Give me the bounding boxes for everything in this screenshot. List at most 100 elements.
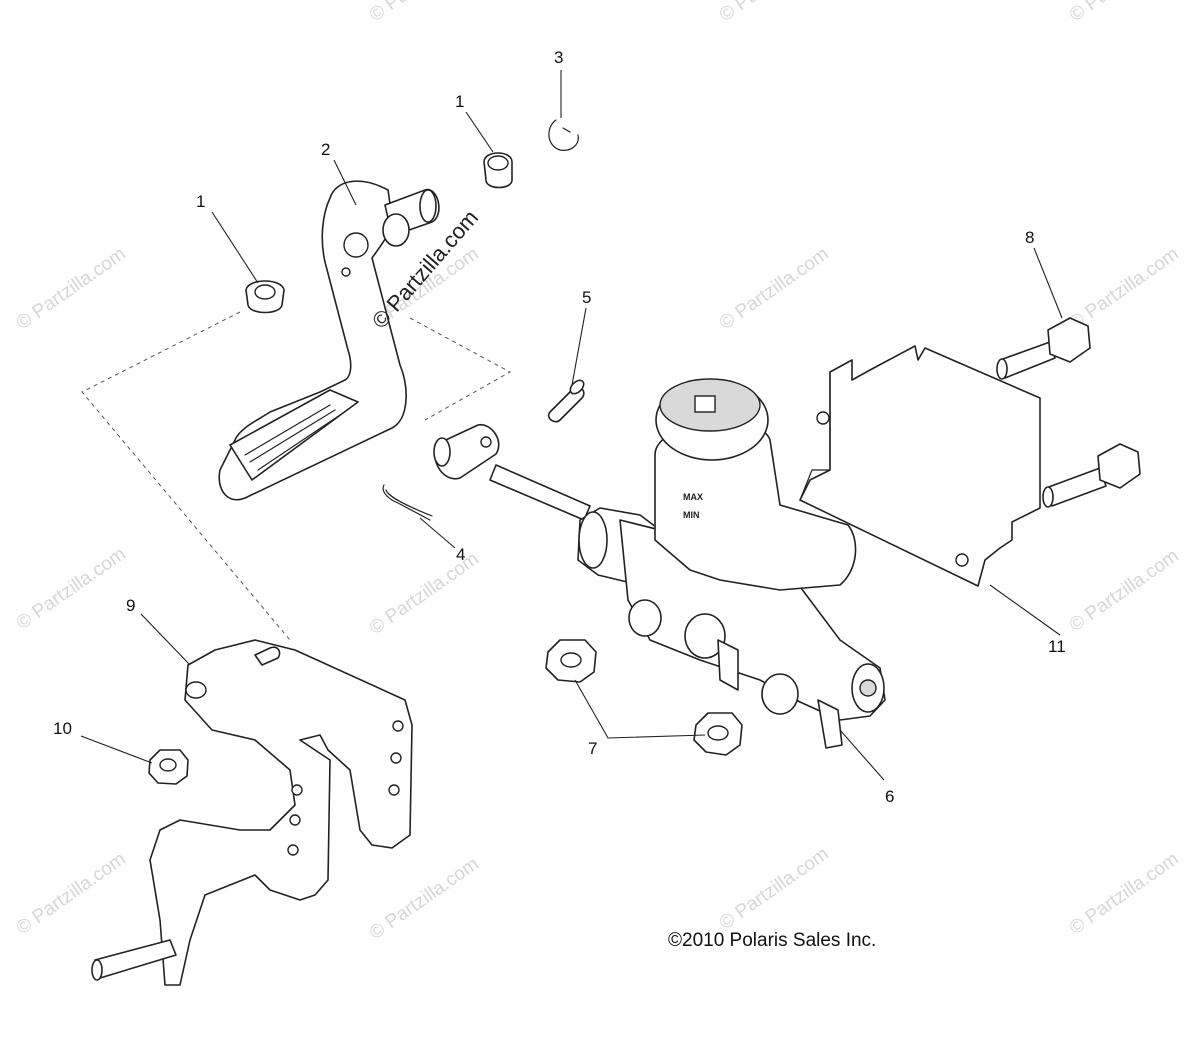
callout-11: 11 (1048, 637, 1066, 656)
mounting-bracket[interactable] (799, 345, 1041, 587)
flange-nut-upper[interactable] (545, 639, 597, 683)
assembly-line-left (81, 311, 291, 641)
nut-lower-hole (707, 725, 729, 741)
leader-11 (989, 584, 1061, 636)
port-lower (761, 673, 799, 715)
callout-1-left: 1 (196, 192, 205, 211)
pedal-pad-grip (244, 404, 341, 471)
watermark: © Partzilla.com (1066, 0, 1183, 26)
leader-7 (574, 679, 706, 739)
bushing-left[interactable] (245, 280, 285, 314)
watermark: © Partzilla.com (716, 0, 833, 26)
callout-7: 7 (588, 739, 597, 758)
callout-5: 5 (582, 288, 591, 307)
clevis-pin-head (569, 379, 585, 395)
watermark: © Partzilla.com (716, 243, 833, 334)
bracket-hole-lower (955, 553, 969, 567)
bolt-lower-shank (1045, 467, 1107, 507)
bracket-stud-top (254, 646, 281, 666)
bracket-hole-l3 (287, 844, 299, 856)
clevis-pin[interactable] (547, 378, 587, 423)
watermark: © Partzilla.com (366, 853, 483, 944)
cotter-pin[interactable] (382, 484, 433, 521)
bracket-stud-bottom-tip (91, 959, 103, 981)
watermark: © Partzilla.com (13, 243, 130, 334)
nut-10-hole (159, 758, 177, 772)
watermark: © Partzilla.com (13, 848, 130, 939)
leader-9 (140, 613, 191, 666)
boot-end (578, 511, 608, 569)
bushing-top[interactable] (483, 152, 513, 189)
e-clip[interactable] (548, 119, 579, 151)
bracket-hole-l1 (291, 784, 303, 796)
nut-10[interactable] (148, 749, 189, 785)
leader-8 (1033, 247, 1063, 319)
watermark: © Partzilla.com (1066, 243, 1183, 334)
leader-lines (80, 70, 1063, 781)
cotter-pin-shape (382, 484, 433, 521)
callout-10: 10 (53, 719, 72, 738)
mount-tab-right (817, 699, 843, 749)
watermark: © Partzilla.com (716, 843, 833, 934)
clevis-hole (480, 436, 492, 448)
leader-4 (419, 517, 456, 549)
watermark: © Partzilla.com (1066, 545, 1183, 636)
watermark: © Partzilla.com (1066, 848, 1183, 939)
callout-1-top: 1 (455, 92, 464, 111)
master-cylinder[interactable]: MAX MIN (433, 378, 886, 749)
leader-10 (80, 735, 153, 764)
callout-3: 3 (554, 48, 563, 67)
leader-1-left (211, 211, 259, 284)
assembly-lines (81, 311, 512, 641)
watermark: © Partzilla.com (366, 0, 483, 26)
bracket-pivot-hole (185, 681, 207, 699)
reservoir-min-label: MIN (683, 510, 700, 520)
cylinder-end-plug (859, 679, 877, 697)
bracket-flange (799, 371, 831, 501)
bracket-hole-r2 (390, 752, 402, 764)
bushing-top-hole (487, 155, 509, 171)
bracket-hole-r3 (388, 784, 400, 796)
watermark: © Partzilla.com (13, 543, 130, 634)
bushing-left-hole (254, 284, 276, 300)
leader-2 (333, 159, 357, 206)
bracket-hole-l2 (289, 814, 301, 826)
callout-9: 9 (126, 596, 135, 615)
pedal-mount-bracket[interactable] (91, 639, 413, 986)
callouts: 1 1 2 3 4 5 6 7 8 9 10 11 (53, 48, 1066, 806)
pedal-small-hole (341, 267, 351, 277)
bolt-upper-tip (996, 358, 1008, 380)
assembly-line-center (409, 317, 512, 421)
leader-6 (839, 729, 885, 781)
bracket-hole-upper (816, 411, 830, 425)
cylinder-body (619, 519, 886, 721)
mount-tab-left (717, 639, 739, 691)
callout-6: 6 (885, 787, 894, 806)
bracket-hole-r1 (392, 720, 404, 732)
callout-2: 2 (321, 140, 330, 159)
bolt-lower[interactable] (1042, 443, 1141, 508)
leader-1-top (465, 111, 494, 153)
copyright-text: ©2010 Polaris Sales Inc. (668, 930, 876, 951)
clevis-end (433, 437, 451, 467)
leader-5 (571, 307, 587, 386)
bolt-lower-head (1097, 443, 1141, 489)
port-left (628, 599, 662, 637)
bracket-body (149, 639, 413, 986)
pivot-shaft-tip (419, 189, 437, 223)
bolt-upper-head (1047, 317, 1091, 363)
nut-upper-hole (560, 652, 582, 668)
callout-8: 8 (1025, 228, 1034, 247)
pivot-shaft-end (382, 213, 410, 247)
flange-nut-lower[interactable] (693, 712, 743, 756)
callout-4: 4 (456, 545, 465, 564)
cap-label-square (694, 395, 716, 413)
brake-pedal[interactable] (218, 180, 440, 501)
bolt-lower-tip (1042, 486, 1054, 508)
e-clip-shape (548, 119, 579, 151)
pedal-pivot-hole (343, 232, 369, 258)
port-center (684, 613, 726, 659)
bolt-upper[interactable] (996, 317, 1091, 380)
reservoir-max-label: MAX (683, 492, 703, 502)
